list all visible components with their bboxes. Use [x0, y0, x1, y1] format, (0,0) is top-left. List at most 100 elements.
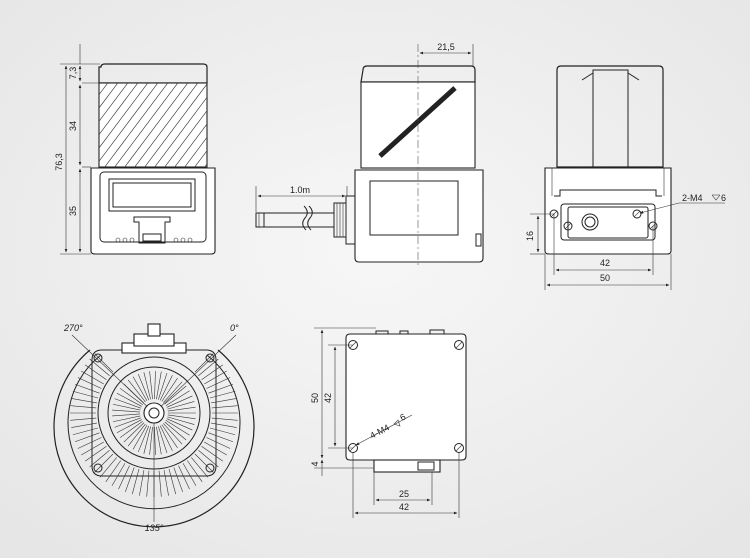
- scan-ray: [206, 437, 231, 449]
- inner-ray: [154, 371, 156, 400]
- scan-ray: [204, 441, 227, 456]
- inner-ray: [123, 383, 145, 404]
- inner-ray: [158, 372, 168, 400]
- scan-ray: [70, 417, 97, 421]
- inner-ray: [112, 409, 141, 413]
- inner-ray: [119, 420, 143, 438]
- inner-ray: [164, 385, 187, 405]
- front-middle-height-label: 34: [68, 121, 78, 131]
- scan-ray: [206, 377, 231, 389]
- window-hatching: [99, 83, 207, 167]
- inner-ray: [159, 425, 173, 451]
- scan-ray: [208, 383, 234, 394]
- angle-270-label: 270°: [63, 323, 83, 333]
- scan-ray: [105, 460, 121, 482]
- scan-ray: [194, 453, 214, 473]
- scan-ray: [209, 427, 236, 436]
- scan-ray: [89, 450, 110, 468]
- front-bottom-height-label: 35: [68, 206, 78, 216]
- scan-rays: [70, 353, 238, 497]
- inner-ray: [161, 378, 178, 402]
- inner-ray: [156, 371, 162, 400]
- inner-ray: [159, 375, 173, 401]
- top-view: 270° 0° 135°: [53, 323, 255, 533]
- inner-rays: [112, 371, 196, 455]
- scan-ray: [72, 390, 99, 399]
- inner-ray: [143, 372, 151, 400]
- inner-ray: [149, 426, 153, 455]
- inner-ray: [165, 420, 190, 436]
- angle-0-label: 0°: [230, 323, 239, 333]
- inner-ray: [164, 421, 187, 441]
- rear-height-label: 16: [525, 231, 535, 241]
- inner-ray: [166, 395, 193, 408]
- front-top-height-label: 7,3: [68, 67, 78, 80]
- inner-ray: [165, 390, 190, 406]
- scan-ray: [77, 437, 102, 449]
- scan-ray: [146, 470, 150, 497]
- scan-ray: [85, 446, 107, 462]
- inner-ray: [166, 418, 193, 431]
- scan-ray: [81, 441, 104, 456]
- scan-ray: [168, 468, 177, 495]
- scan-ray: [204, 370, 227, 385]
- scan-ray: [139, 470, 145, 496]
- scan-ray: [94, 453, 114, 473]
- bottom-width-small-label: 25: [399, 489, 409, 499]
- scan-ray: [182, 463, 197, 486]
- scan-ray: [71, 398, 97, 404]
- scan-ray: [198, 358, 219, 376]
- inner-ray: [137, 373, 150, 401]
- side-view: 21,5 1.0m: [255, 42, 484, 268]
- inner-ray: [127, 379, 146, 403]
- scan-ray: [173, 467, 184, 493]
- inner-ray: [167, 414, 196, 420]
- bottom-hole-depth: 6: [398, 412, 407, 423]
- inner-ray: [119, 388, 143, 406]
- side-depth-label: 21,5: [437, 42, 455, 52]
- scan-ray: [178, 465, 190, 490]
- scan-ray: [94, 353, 114, 373]
- scan-ray: [211, 417, 238, 421]
- inner-ray: [132, 424, 148, 450]
- bottom-outer-height-label: 50: [310, 393, 320, 403]
- scan-ray: [74, 383, 100, 394]
- scan-ray: [70, 405, 97, 409]
- inner-ray: [149, 371, 153, 400]
- side-cable-length-label: 1.0m: [290, 185, 310, 195]
- rear-hole-depth: 6: [721, 193, 726, 203]
- inner-ray: [123, 422, 145, 443]
- bottom-width-large-label: 42: [399, 502, 409, 512]
- scan-ray: [201, 446, 223, 462]
- inner-ray: [143, 426, 151, 454]
- scan-ray: [198, 450, 219, 468]
- scan-ray: [89, 358, 110, 376]
- scan-ray: [118, 465, 130, 490]
- rear-inner-width-label: 42: [600, 258, 610, 268]
- inner-ray: [116, 393, 142, 407]
- inner-ray: [137, 425, 150, 453]
- scan-ray: [211, 405, 238, 409]
- inner-ray: [132, 376, 148, 402]
- inner-ray: [161, 424, 178, 448]
- inner-ray: [167, 406, 196, 412]
- scan-ray: [81, 370, 104, 385]
- scan-ray: [163, 470, 169, 496]
- inner-ray: [167, 401, 195, 410]
- scan-ray: [77, 377, 102, 389]
- scan-ray: [124, 467, 135, 493]
- scan-ray: [72, 427, 99, 436]
- inner-ray: [116, 419, 142, 433]
- inner-ray: [154, 426, 156, 455]
- scan-ray: [208, 432, 234, 443]
- inner-ray: [127, 423, 146, 447]
- scan-ray: [99, 457, 117, 478]
- bottom-offset-label: 4: [310, 461, 320, 466]
- rear-view: 2-M4 6 16 42 50: [525, 65, 726, 290]
- scan-ray: [85, 364, 107, 380]
- bottom-view: 4-M4 6 50 42 4 25 42: [310, 327, 467, 518]
- scan-ray: [74, 432, 100, 443]
- front-view: 76,3 7,3 34 35: [54, 44, 216, 255]
- scan-ray: [201, 364, 223, 380]
